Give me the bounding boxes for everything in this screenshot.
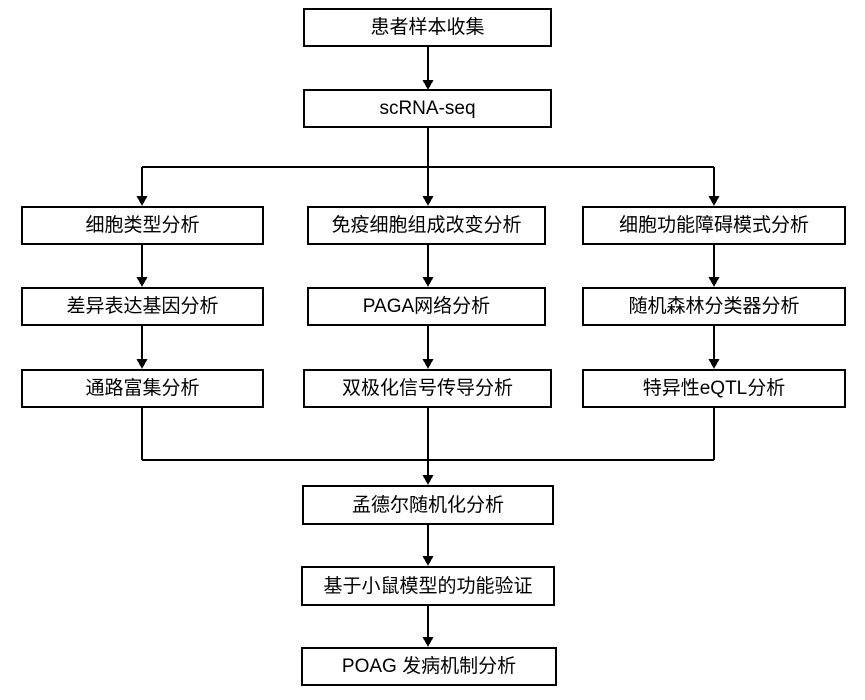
flow-node-cell-type-analysis: 细胞类型分析 <box>21 206 264 245</box>
flow-node-paga-network-analysis: PAGA网络分析 <box>307 287 546 326</box>
flow-node-specific-eqtl-analysis: 特异性eQTL分析 <box>582 369 846 408</box>
flow-node-patient-sample-collection: 患者样本收集 <box>303 8 552 47</box>
flow-node-pathway-enrichment-analysis: 通路富集分析 <box>21 369 264 408</box>
flow-node-dysfunction-pattern-analysis: 细胞功能障碍模式分析 <box>582 206 846 245</box>
flow-node-mouse-model-validation: 基于小鼠模型的功能验证 <box>301 566 555 606</box>
flow-node-poag-mechanism-analysis: POAG 发病机制分析 <box>301 647 557 686</box>
flow-node-bipolar-signaling-analysis: 双极化信号传导分析 <box>303 369 552 408</box>
flow-node-scrna-seq: scRNA-seq <box>303 89 552 128</box>
flow-node-random-forest-analysis: 随机森林分类器分析 <box>582 287 846 326</box>
arrowheads <box>136 80 720 647</box>
flow-node-deg-analysis: 差异表达基因分析 <box>21 287 264 326</box>
edge-scrnaseq-branch <box>141 128 715 197</box>
flow-node-mendelian-randomization-analysis: 孟德尔随机化分析 <box>302 485 554 525</box>
edge-columns-row2-to-row3 <box>141 326 715 360</box>
edge-merge-to-mendelian <box>141 408 715 476</box>
edge-columns-row1-to-row2 <box>141 245 715 278</box>
flow-node-immune-composition-analysis: 免疫细胞组成改变分析 <box>307 206 546 245</box>
